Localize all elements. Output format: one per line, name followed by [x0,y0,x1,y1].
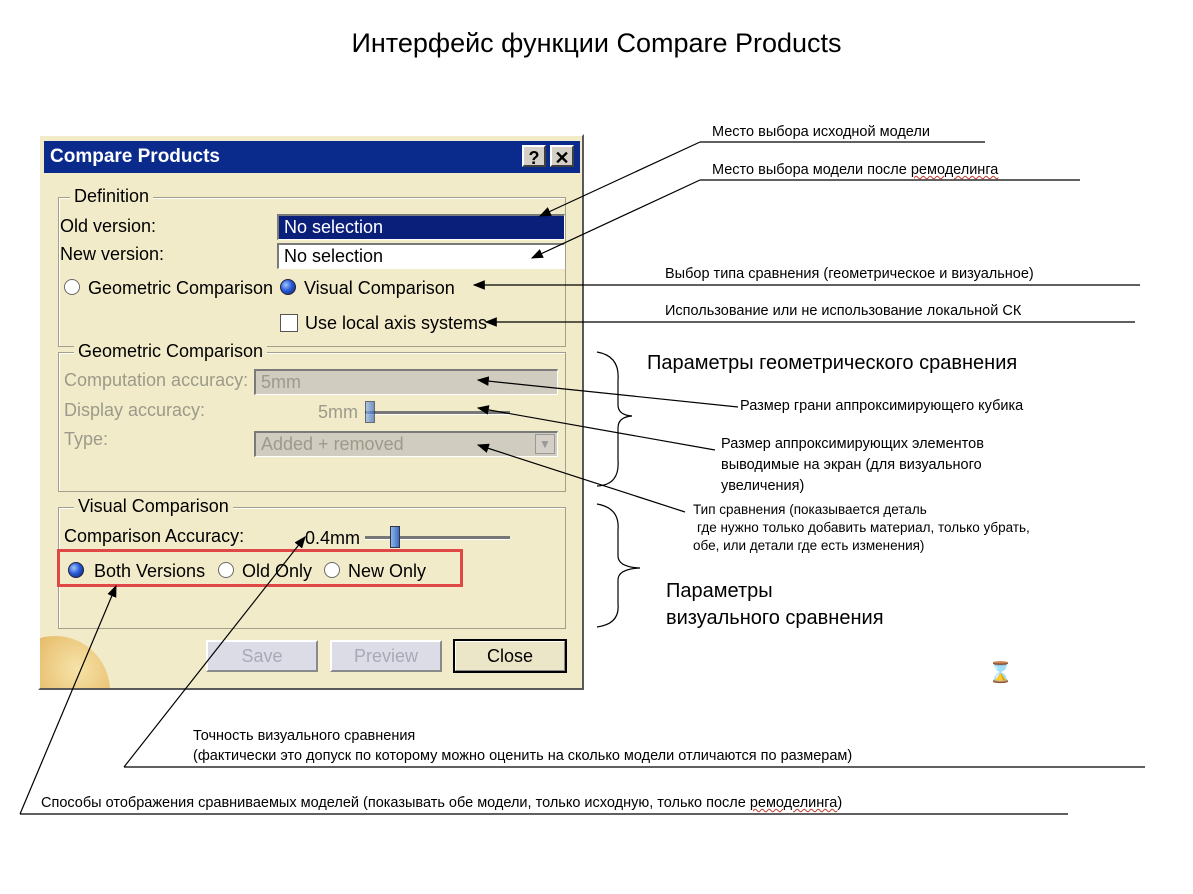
annotation-type-1: Тип сравнения (показывается деталь [693,502,927,517]
computation-accuracy-label: Computation accuracy: [64,370,249,390]
old-only-radio[interactable] [218,562,234,578]
both-versions-radio[interactable] [68,562,84,578]
display-accuracy-label: Display accuracy: [64,400,206,420]
old-version-field[interactable]: No selection [277,214,565,240]
old-version-label: Old version: [60,216,157,236]
display-accuracy-slider-thumb[interactable] [365,401,375,423]
definition-group [58,197,566,347]
local-axis-label[interactable]: Use local axis systems [305,313,488,333]
chevron-down-icon[interactable]: ▼ [535,434,555,454]
display-modes-highlight [57,549,463,587]
visual-comparison-radio[interactable] [280,279,296,295]
help-icon: ? [528,148,540,168]
annotation-visual-params-2: визуального сравнения [666,607,884,629]
display-accuracy-slider-track[interactable] [365,411,510,415]
preview-button[interactable]: Preview [330,640,442,672]
annotation-old-model: Место выбора исходной модели [712,124,930,140]
geometric-comparison-label[interactable]: Geometric Comparison [88,278,274,298]
annotation-type-3: обе, или детали где есть изменения) [693,538,925,553]
dialog-titlebar: Compare Products ? ✕ [44,141,580,173]
save-button[interactable]: Save [206,640,318,672]
compare-products-dialog: Compare Products ? ✕ Definition Old vers… [38,134,584,690]
new-version-label: New version: [60,244,165,264]
visual-legend: Visual Comparison [74,496,233,517]
annotation-geometric-params: Параметры геометрического сравнения [647,352,1018,374]
annotation-display-modes-word: ремоделинга [749,795,838,811]
comparison-accuracy-value: 0.4mm [305,528,361,548]
annotation-new-model: Место выбора модели после ремоделинга [712,161,998,179]
definition-legend: Definition [70,186,154,207]
new-version-field[interactable]: No selection [277,243,565,269]
page-title: Интерфейс функции Compare Products [351,28,842,58]
annotation-visual-params-1: Параметры [666,580,773,602]
annotation-display-modes-suffix: ) [837,795,843,811]
annotation-local-axis: Использование или не использование локал… [665,303,1022,319]
comparison-accuracy-label: Comparison Accuracy: [64,526,245,546]
visual-comparison-label[interactable]: Visual Comparison [304,278,455,298]
annotation-new-model-prefix: Место выбора модели после [712,162,911,178]
close-button[interactable]: Close [453,639,567,673]
annotation-display-elements-1: Размер аппроксимирующих элементов [721,436,984,452]
old-only-label[interactable]: Old Only [242,561,313,581]
annotation-accuracy-2: (фактически это допуск по которому можно… [193,748,853,764]
type-value: Added + removed [261,434,404,454]
type-dropdown[interactable]: Added + removed ▼ [254,431,558,457]
display-accuracy-value: 5mm [318,402,358,422]
close-window-button[interactable]: ✕ [550,145,574,168]
annotation-display-modes-prefix: Способы отображения сравниваемых моделей… [41,795,750,811]
help-button[interactable]: ? [522,145,546,168]
geometric-legend: Geometric Comparison [74,341,268,362]
computation-accuracy-field[interactable]: 5mm [254,369,558,395]
annotation-new-model-word: ремоделинга [910,162,999,178]
hourglass-icon: ⌛ [988,662,1013,684]
geometric-group [58,352,566,492]
new-only-radio[interactable] [324,562,340,578]
local-axis-checkbox[interactable] [280,314,298,332]
comparison-accuracy-slider-thumb[interactable] [390,526,400,548]
annotation-display-modes: Способы отображения сравниваемых моделей… [41,794,842,812]
annotation-cube-size: Размер грани аппроксимирующего кубика [740,398,1024,414]
close-icon: ✕ [554,148,570,168]
type-label: Type: [64,429,109,449]
dialog-title: Compare Products [50,146,220,167]
annotation-type-2: где нужно только добавить материал, толь… [697,520,1030,535]
annotation-display-elements-2: выводимые на экран (для визуального [721,457,982,473]
comparison-accuracy-slider-track[interactable] [365,536,510,540]
annotation-display-elements-3: увеличения) [721,478,805,494]
both-versions-label[interactable]: Both Versions [94,561,206,581]
annotation-comparison-type: Выбор типа сравнения (геометрическое и в… [665,266,1034,282]
geometric-comparison-radio[interactable] [64,279,80,295]
new-only-label[interactable]: New Only [348,561,427,581]
annotation-accuracy-1: Точность визуального сравнения [193,728,416,744]
